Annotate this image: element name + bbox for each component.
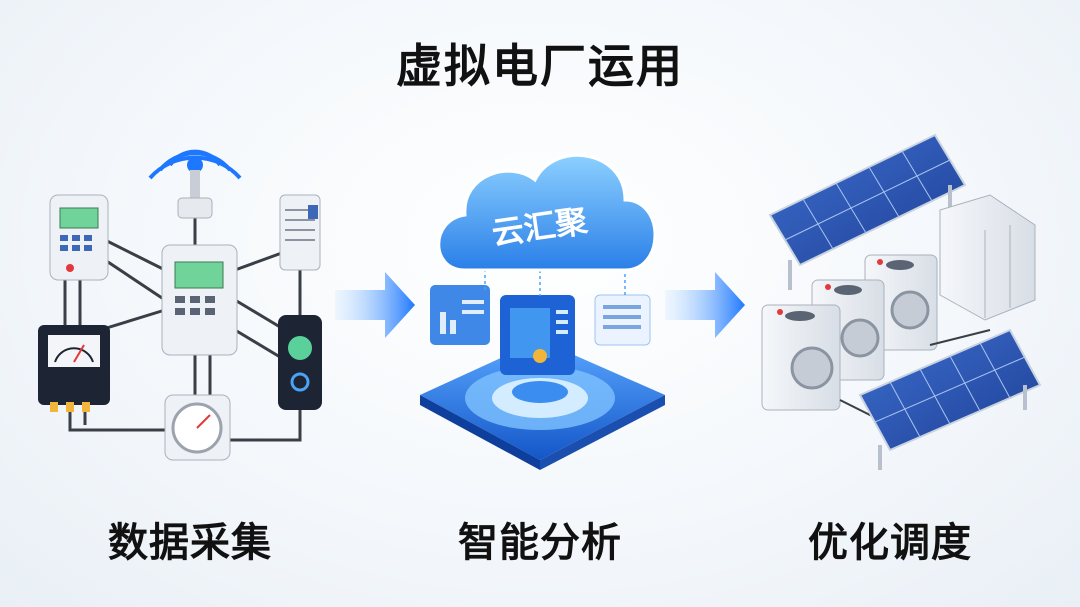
central-meter-icon [161, 244, 238, 356]
analog-meter-icon [38, 325, 110, 412]
stage-label-smart-analysis: 智能分析 [458, 520, 622, 566]
stage-label-optimized-dispatch: 优化调度 [808, 520, 972, 566]
smart-meter-icon [49, 194, 109, 281]
antenna-icon [148, 149, 242, 219]
flow-arrow-1 [335, 272, 415, 338]
handheld-device-icon [278, 315, 322, 410]
battery-unit-icon [761, 304, 841, 411]
solar-panel-icon [858, 328, 1042, 470]
page-title: 虚拟电厂运用 [396, 39, 684, 93]
pressure-gauge-icon [164, 394, 231, 461]
cloud-icon [437, 153, 657, 272]
dispatch-illustration [761, 133, 1042, 470]
sensor-icon [279, 194, 321, 271]
flow-arrow-2 [665, 272, 745, 338]
solar-panel-icon [768, 133, 967, 290]
stage-label-data-collection: 数据采集 [108, 520, 272, 566]
cloud-analysis-illustration [420, 153, 665, 470]
data-collection-illustration [38, 149, 322, 461]
energy-cabinet-icon [939, 194, 1036, 321]
